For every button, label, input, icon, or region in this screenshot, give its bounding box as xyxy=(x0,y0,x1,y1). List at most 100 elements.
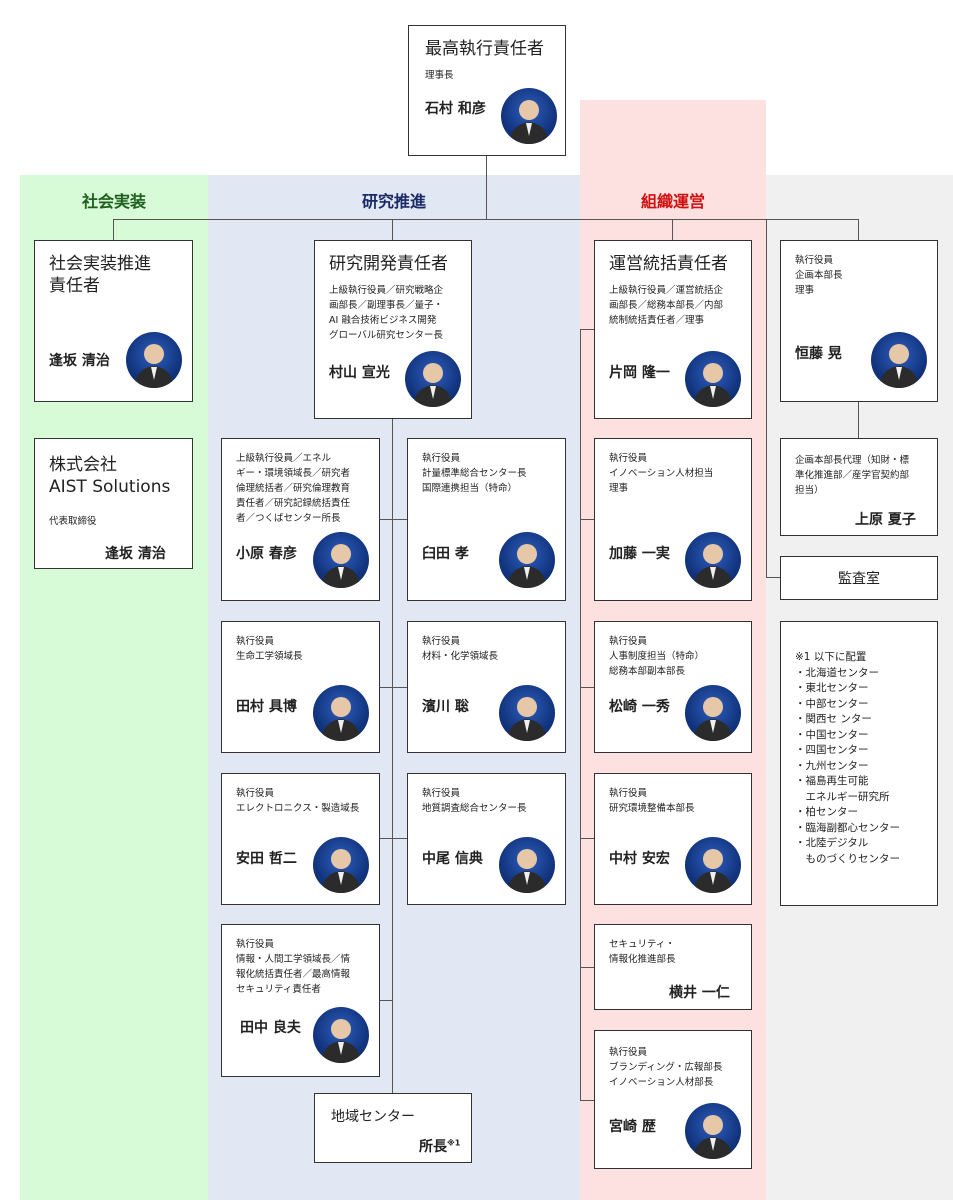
org-box-5: 執行役員 ブランディング・広報部長 イノベーション人材部長 宮崎 歴 xyxy=(594,1030,752,1169)
person-silhouette-icon xyxy=(693,544,733,588)
social-head-title: 社会実装推進 責任者 xyxy=(49,254,151,296)
org-role-3: 執行役員 研究環境整備本部長 xyxy=(609,788,695,814)
portrait-photo xyxy=(313,685,369,741)
connector-org xyxy=(672,219,673,240)
top-executive-box: 最高執行責任者 理事長 石村 和彦 xyxy=(408,25,566,156)
org-head-box: 運営統括責任者 上級執行役員／運営統括企 画部長／総務本部長／内部 統制統括責任… xyxy=(594,240,752,419)
research-left-role-3: 執行役員 エレクトロニクス・製造域長 xyxy=(236,788,360,814)
portrait-photo xyxy=(685,532,741,588)
person-silhouette-icon xyxy=(321,697,361,741)
research-right-box-2: 執行役員 材料・化学領域長 濱川 聡 xyxy=(407,621,566,753)
social-head-box: 社会実装推進 責任者 逢坂 清治 xyxy=(34,240,193,402)
connector-org-top xyxy=(580,329,594,330)
research-left-box-1: 上級執行役員／エネル ギー・環境領域長／研究者 倫理統括者／研究倫理教育 責任者… xyxy=(221,438,380,601)
lane-title-social: 社会実装 xyxy=(81,192,146,211)
portrait-photo xyxy=(685,351,741,407)
regional-center-box: 地域センター 所長※1 xyxy=(314,1093,472,1163)
person-silhouette-icon xyxy=(693,849,733,893)
org-role-1: 執行役員 イノベーション人材担当 理事 xyxy=(609,453,714,494)
person-silhouette-icon xyxy=(413,363,453,407)
person-silhouette-icon xyxy=(507,544,547,588)
connector-research-branch-3 xyxy=(379,838,407,839)
connector-research-spine xyxy=(392,418,393,1100)
person-silhouette-icon xyxy=(879,344,919,388)
lane-title-org: 組織運営 xyxy=(640,192,705,211)
research-right-role-1: 執行役員 計量標準総合センター長 国際連携担当（特命） xyxy=(422,453,527,494)
connector-org-branch-3 xyxy=(580,838,594,839)
portrait-photo xyxy=(313,1007,369,1063)
research-left-box-2: 執行役員 生命工学領域長 田村 具博 xyxy=(221,621,380,753)
aist-solutions-role: 代表取締役 xyxy=(49,516,97,527)
connector-research xyxy=(392,219,393,240)
org-role-2: 執行役員 人事制度担当（特命） 総務本部副本部長 xyxy=(609,636,705,677)
org-box-4: セキュリティ・ 情報化推進部長 横井 一仁 xyxy=(594,924,752,1010)
research-left-name-4: 田中 良夫 xyxy=(240,1020,301,1036)
org-name-1: 加藤 一実 xyxy=(609,546,670,562)
person-silhouette-icon xyxy=(321,544,361,588)
org-head-title: 運営統括責任者 xyxy=(609,254,728,274)
connector-org-branch-4 xyxy=(580,967,594,968)
org-role-5: 執行役員 ブランディング・広報部長 イノベーション人材部長 xyxy=(609,1047,723,1088)
top-executive-role: 理事長 xyxy=(425,70,454,81)
portrait-photo xyxy=(499,685,555,741)
person-silhouette-icon xyxy=(693,363,733,407)
org-name-2: 松崎 一秀 xyxy=(609,699,670,715)
person-silhouette-icon xyxy=(693,1115,733,1159)
portrait-photo xyxy=(499,532,555,588)
org-head-role: 上級執行役員／運営統括企 画部長／総務本部長／内部 統制統括責任者／理事 xyxy=(609,285,724,326)
portrait-photo xyxy=(685,1103,741,1159)
right-head-name: 恒藤 晃 xyxy=(795,346,842,362)
audit-office-title: 監査室 xyxy=(838,571,880,587)
org-head-name: 片岡 隆一 xyxy=(609,365,670,381)
portrait-photo xyxy=(685,837,741,893)
right-deputy-box: 企画本部長代理（知財・標 準化推進部／産学官契約部 担当） 上原 夏子 xyxy=(780,438,938,536)
connector-social xyxy=(113,219,114,240)
portrait-photo xyxy=(501,88,557,144)
regional-note-text: ※1 以下に配置 ・北海道センター ・東北センター ・中部センター ・関西セ ン… xyxy=(795,651,900,865)
connector-org-branch-1 xyxy=(580,519,594,520)
research-left-box-3: 執行役員 エレクトロニクス・製造域長 安田 哲二 xyxy=(221,773,380,905)
research-right-role-2: 執行役員 材料・化学領域長 xyxy=(422,636,499,662)
portrait-photo xyxy=(313,837,369,893)
person-silhouette-icon xyxy=(693,697,733,741)
org-box-3: 執行役員 研究環境整備本部長 中村 安宏 xyxy=(594,773,752,905)
org-box-2: 執行役員 人事制度担当（特命） 総務本部副本部長 松崎 一秀 xyxy=(594,621,752,753)
portrait-photo xyxy=(871,332,927,388)
connector-audit-horizontal xyxy=(766,577,780,578)
research-left-role-1: 上級執行役員／エネル ギー・環境領域長／研究者 倫理統括者／研究倫理教育 責任者… xyxy=(236,453,351,524)
aist-solutions-name: 逢坂 清治 xyxy=(105,546,166,562)
research-head-box: 研究開発責任者 上級執行役員／研究戦略企 画部長／副理事長／量子・ AI 融合技… xyxy=(314,240,472,419)
portrait-photo xyxy=(313,532,369,588)
regional-center-title: 地域センター xyxy=(331,1109,415,1125)
social-head-name: 逢坂 清治 xyxy=(49,353,110,369)
person-silhouette-icon xyxy=(507,849,547,893)
research-right-box-1: 執行役員 計量標準総合センター長 国際連携担当（特命） 臼田 孝 xyxy=(407,438,566,601)
regional-center-note-mark: ※1 xyxy=(447,1138,461,1148)
right-head-role: 執行役員 企画本部長 理事 xyxy=(795,255,843,296)
connector-org-branch-5 xyxy=(580,1100,594,1101)
research-right-box-3: 執行役員 地質調査総合センター長 中尾 信典 xyxy=(407,773,566,905)
top-executive-name: 石村 和彦 xyxy=(425,101,486,117)
connector-right xyxy=(858,219,859,240)
research-head-title: 研究開発責任者 xyxy=(329,254,448,274)
right-head-box: 執行役員 企画本部長 理事 恒藤 晃 xyxy=(780,240,938,402)
regional-center-director: 所長※1 xyxy=(419,1136,460,1156)
connector-top-vertical xyxy=(486,156,487,219)
portrait-photo xyxy=(685,685,741,741)
research-left-role-2: 執行役員 生命工学領域長 xyxy=(236,636,303,662)
connector-research-branch-1 xyxy=(379,519,407,520)
org-name-3: 中村 安宏 xyxy=(609,851,670,867)
research-left-box-4: 執行役員 情報・人間工学領域長／情 報化統括責任者／最高情報 セキュリティ責任者… xyxy=(221,924,380,1077)
research-head-name: 村山 宣光 xyxy=(329,365,390,381)
right-deputy-name: 上原 夏子 xyxy=(855,512,916,528)
top-executive-title: 最高執行責任者 xyxy=(425,39,544,59)
connector-main-horizontal xyxy=(113,219,859,220)
portrait-photo xyxy=(405,351,461,407)
research-right-name-3: 中尾 信典 xyxy=(422,851,483,867)
portrait-photo xyxy=(499,837,555,893)
connector-org-branch-2 xyxy=(580,687,594,688)
person-silhouette-icon xyxy=(134,344,174,388)
connector-org-spine xyxy=(580,329,581,1100)
connector-audit-vertical xyxy=(766,219,767,577)
org-box-1: 執行役員 イノベーション人材担当 理事 加藤 一実 xyxy=(594,438,752,601)
